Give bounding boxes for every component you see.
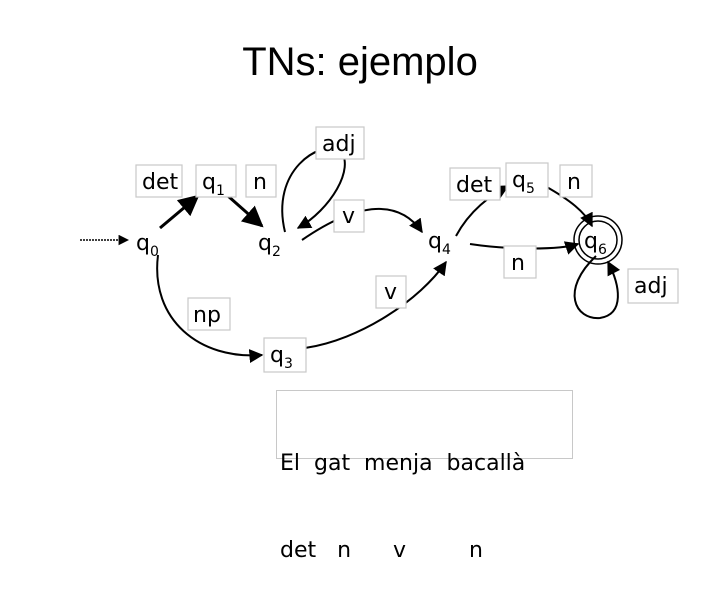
state-q2: q2 — [258, 231, 281, 260]
transition-network-diagram: q0 q1 q2 q3 q4 q5 q6 det n adj v — [80, 126, 679, 373]
edge-label-adj2: adj — [627, 268, 679, 304]
edge-q0-q1 — [159, 194, 200, 230]
state-q3-label: q3 — [270, 343, 293, 372]
edge-q2-q4 — [301, 207, 423, 241]
edge-label-n1: n — [245, 164, 277, 198]
state-q1: q1 — [195, 164, 237, 199]
state-q0: q0 — [136, 231, 159, 260]
state-q3: q3 — [263, 337, 307, 373]
svg-text:det: det — [142, 170, 179, 195]
edge-label-v2: v — [375, 275, 407, 309]
state-q5: q5 — [505, 162, 549, 198]
svg-text:n: n — [253, 170, 267, 195]
edge-q6-loop — [573, 255, 621, 320]
edge-label-v1: v — [333, 199, 365, 233]
sentence-words: El gat menja bacallà — [280, 451, 526, 476]
state-q6-inner-circle — [578, 220, 618, 260]
svg-text:np: np — [193, 303, 221, 328]
edge-label-adj1: adj — [315, 126, 365, 160]
slide-title: TNs: ejemplo — [242, 40, 478, 84]
edge-q1-q2 — [227, 194, 264, 228]
state-q5-label: q5 — [512, 168, 535, 197]
state-q0-label: q0 — [136, 231, 159, 260]
state-q4: q4 — [428, 229, 451, 258]
state-q4-label: q4 — [428, 229, 451, 258]
state-q1-box — [195, 164, 237, 198]
example-sentence-box: El gat menja bacallà det n v n — [276, 390, 573, 563]
state-q1-label: q1 — [202, 170, 225, 199]
edge-q0-q3 — [156, 254, 264, 363]
edge-q4-q5 — [455, 185, 510, 237]
state-q5-box — [505, 162, 549, 198]
svg-text:adj: adj — [634, 274, 668, 299]
state-q3-box — [263, 337, 307, 373]
state-q6-outer-circle — [573, 215, 623, 265]
edge-label-det1: det — [135, 164, 183, 198]
svg-text:v: v — [342, 204, 355, 229]
edge-label-n3: n — [503, 245, 537, 279]
svg-text:det: det — [456, 173, 493, 198]
sentence-tags: det n v n — [280, 538, 483, 563]
svg-text:v: v — [384, 280, 397, 305]
svg-text:n: n — [567, 170, 581, 195]
edge-label-n2: n — [559, 164, 593, 198]
edge-label-det2: det — [449, 167, 501, 201]
edge-q3-q4 — [304, 260, 447, 349]
state-q6-label: q6 — [584, 229, 607, 258]
state-q6: q6 — [573, 215, 623, 265]
state-q2-label: q2 — [258, 231, 281, 260]
svg-text:n: n — [511, 251, 525, 276]
edge-label-np: np — [187, 297, 231, 331]
svg-text:adj: adj — [322, 132, 356, 157]
